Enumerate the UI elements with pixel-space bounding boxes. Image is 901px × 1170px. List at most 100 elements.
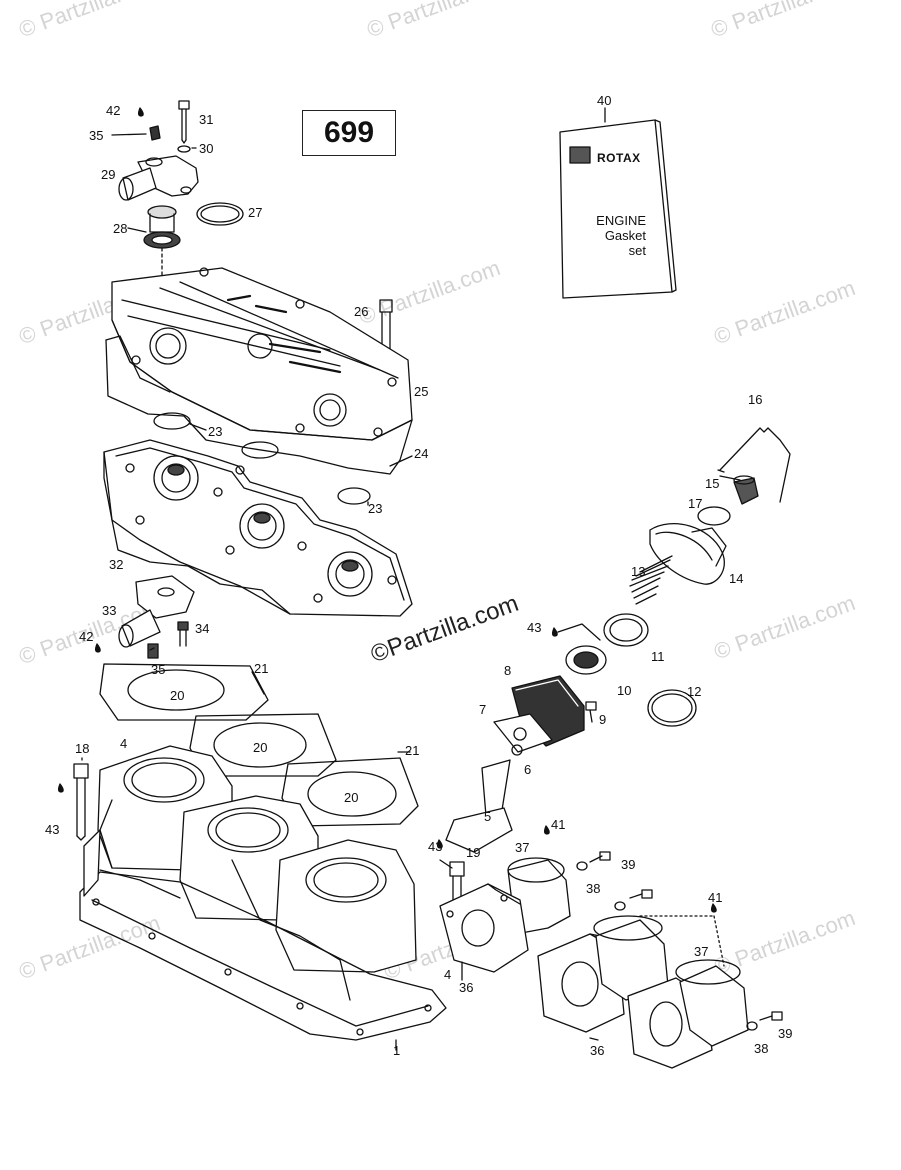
head-gasket-21-icon: [281, 757, 419, 827]
callout-label: 23: [208, 424, 223, 439]
o-ring-23-icon: [153, 412, 191, 430]
thermostat-28-icon: [143, 205, 181, 336]
bolt-31-icon: [178, 100, 190, 144]
o-ring-17-icon: [697, 506, 731, 526]
callout-label: 19: [466, 845, 481, 860]
washer-38-icon: [614, 901, 626, 911]
callout-label: 43: [428, 839, 443, 854]
callout-label: 25: [414, 384, 429, 399]
spring-clip-16-icon: [717, 427, 791, 503]
callout-label: 21: [254, 661, 269, 676]
shaft-5-icon: [445, 759, 513, 853]
callout-label: 33: [102, 603, 117, 618]
gasket-24-icon: [105, 339, 413, 475]
plug-35-icon: [149, 125, 161, 141]
callout-label: 24: [414, 446, 429, 461]
callout-label: 27: [248, 205, 263, 220]
screw-39-icon: [589, 851, 611, 863]
callout-label: 23: [368, 501, 383, 516]
sealant-drop-icon: [57, 783, 64, 793]
callout-label: 38: [754, 1041, 769, 1056]
callout-label: 35: [89, 128, 104, 143]
valve-cover-14-icon: [649, 523, 727, 585]
callout-label: 42: [106, 103, 121, 118]
booklet-line-engine: ENGINE: [596, 213, 646, 228]
callout-label: 39: [778, 1026, 793, 1041]
o-ring-23-icon: [241, 441, 279, 459]
callout-label: 18: [75, 741, 90, 756]
booklet-line-gasket: Gasket: [604, 228, 646, 243]
callout-label: 20: [170, 688, 185, 703]
callout-label: 4: [120, 736, 128, 751]
sealant-drop-icon: [543, 825, 550, 835]
callout-label: 17: [688, 496, 703, 511]
cylinder-head-32-icon: [103, 439, 413, 617]
screw-39-icon: [629, 889, 653, 899]
head-gasket-21-icon: [189, 713, 337, 777]
fitting-15-icon: [733, 475, 759, 505]
cylinder-4-icon: [275, 839, 417, 973]
cylinder-head-cover-25-icon: [111, 267, 413, 441]
callout-label: 37: [694, 944, 709, 959]
water-outlet-33-icon: [118, 575, 195, 648]
sealant-drop-icon: [137, 107, 144, 117]
callout-label: 20: [344, 790, 359, 805]
callout-label: 8: [504, 663, 512, 678]
screw-39-icon: [759, 1011, 783, 1021]
callout-label: 13: [631, 564, 646, 579]
callout-label: 5: [484, 809, 492, 824]
callout-label: 12: [687, 684, 702, 699]
washer-6-icon: [511, 744, 523, 756]
callout-label: 7: [479, 702, 487, 717]
callout-label: 26: [354, 304, 369, 319]
callout-label: 29: [101, 167, 116, 182]
callout-label: 21: [405, 743, 420, 758]
sealant-drop-icon: [551, 627, 558, 637]
adaptor-36-icon: [439, 883, 529, 973]
sealant-drop-icon: [436, 839, 443, 849]
callout-label: 16: [748, 392, 763, 407]
thermostat-housing-29-icon: [118, 155, 199, 201]
callout-label: 42: [79, 629, 94, 644]
screw-9-icon: [585, 701, 597, 723]
stud-18-icon: [73, 763, 89, 841]
seal-11-icon: [603, 613, 649, 647]
gasket-set-booklet-icon: [559, 107, 677, 299]
callout-label: 43: [527, 620, 542, 635]
callout-label: 6: [524, 762, 532, 777]
o-ring-27-icon: [196, 202, 244, 226]
washer-30-icon: [177, 145, 191, 153]
callout-label: 1: [393, 1043, 401, 1058]
callout-label: 38: [586, 881, 601, 896]
spring-13-icon: [629, 555, 673, 605]
washer-38-icon: [576, 861, 588, 871]
callout-label: 10: [617, 683, 632, 698]
callout-label: 39: [621, 857, 636, 872]
valve-piston-10-icon: [565, 645, 607, 675]
callout-label: 41: [551, 817, 566, 832]
base-gasket-1-icon: [79, 829, 447, 1051]
callout-label: 36: [459, 980, 474, 995]
callout-label: 15: [705, 476, 720, 491]
callout-label: 14: [729, 571, 744, 586]
sealant-drop-icon: [94, 643, 101, 653]
screw-34-icon: [177, 621, 189, 647]
callout-label: 28: [113, 221, 128, 236]
callout-label: 32: [109, 557, 124, 572]
plug-35-icon: [147, 643, 159, 659]
washer-38-icon: [746, 1021, 758, 1031]
gasket-7-icon: [493, 713, 553, 753]
callout-label: 20: [253, 740, 268, 755]
callout-label: 36: [590, 1043, 605, 1058]
head-gasket-21-icon: [99, 663, 269, 721]
o-ring-12-icon: [647, 689, 697, 727]
sealant-drop-icon: [710, 903, 717, 913]
callout-label: 43: [45, 822, 60, 837]
rubber-mount-37-icon: [675, 959, 749, 1047]
callout-label: 34: [195, 621, 210, 636]
callout-label: 4: [444, 967, 452, 982]
o-ring-23-icon: [337, 487, 371, 505]
callout-label: 40: [597, 93, 612, 108]
